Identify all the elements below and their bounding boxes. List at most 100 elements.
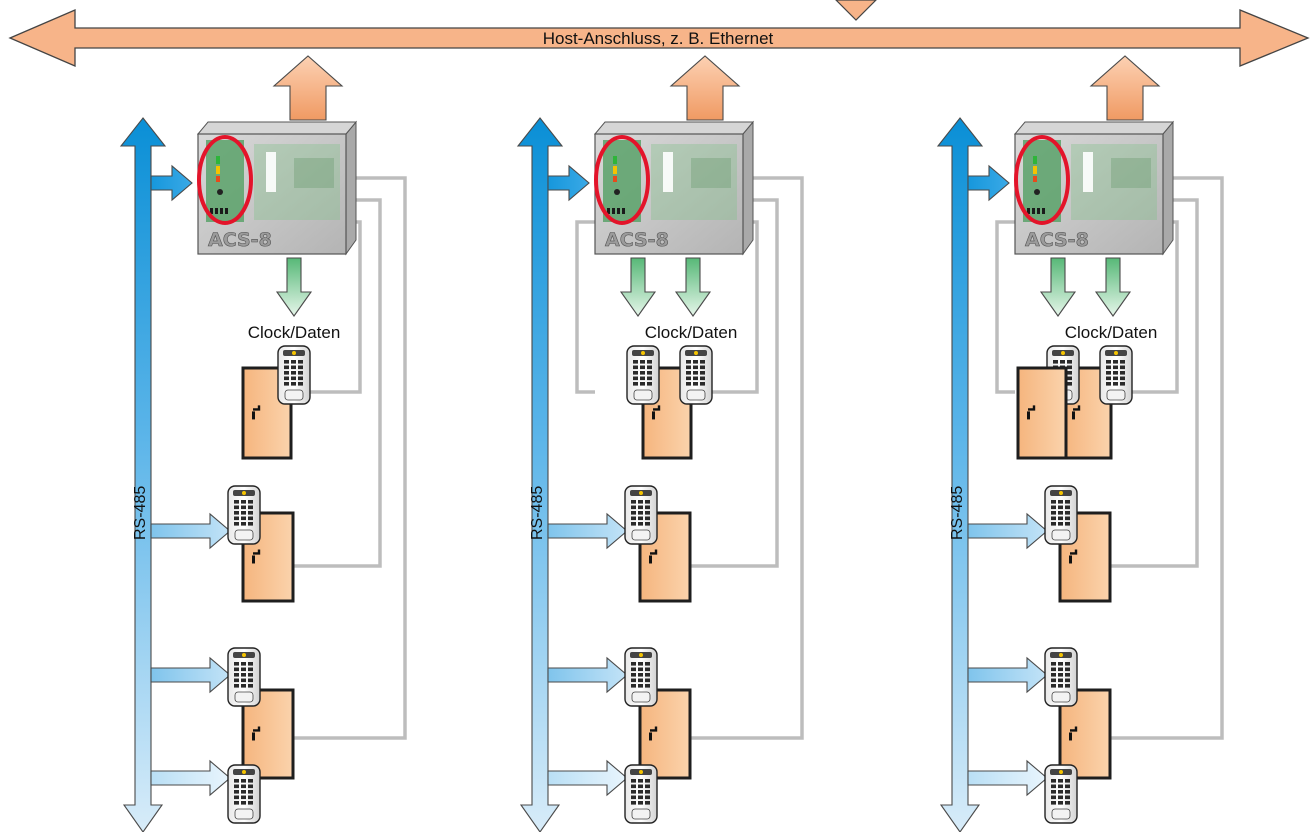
reader-led — [1114, 351, 1118, 355]
door-lock — [1069, 555, 1072, 564]
reader-key — [234, 684, 239, 688]
reader-key — [1065, 795, 1070, 800]
reader-key — [241, 673, 246, 677]
reader-key — [1060, 360, 1065, 364]
reader-key — [638, 790, 643, 794]
reader-key — [647, 371, 652, 375]
controller-jumper — [1027, 208, 1030, 214]
controller-button — [1034, 189, 1040, 195]
reader-key — [241, 516, 246, 521]
reader-key — [248, 673, 253, 677]
reader-key — [638, 779, 643, 783]
controller-top — [1013, 121, 1175, 135]
reader-key — [686, 360, 691, 364]
wire — [995, 220, 1017, 394]
reader-key — [1120, 371, 1125, 375]
reader-key — [1113, 382, 1118, 386]
controller-jumper — [617, 208, 620, 214]
reader-key — [1106, 365, 1111, 370]
card-reader — [624, 485, 658, 545]
reader-key — [1065, 801, 1070, 805]
reader-key — [234, 779, 239, 783]
reader-key — [248, 667, 253, 672]
reader-sensor — [234, 691, 254, 703]
reader-key — [234, 795, 239, 800]
reader-key — [645, 511, 650, 515]
wire — [1110, 198, 1199, 568]
reader-key — [234, 511, 239, 515]
controller-led-red — [1033, 176, 1037, 182]
door-handle — [1073, 405, 1081, 411]
rs485-branch-reader — [967, 512, 1048, 550]
door-lock — [649, 732, 652, 741]
reader-key — [241, 667, 246, 672]
rs485-bus: RS-485 — [516, 117, 564, 832]
reader-key — [1106, 360, 1111, 364]
host-uplink-arrow — [272, 55, 344, 121]
reader-key — [1051, 662, 1056, 666]
reader-key — [1058, 801, 1063, 805]
reader-key — [1106, 371, 1111, 375]
reader-key — [284, 365, 289, 370]
reader-key — [1058, 511, 1063, 515]
reader-key — [1051, 673, 1056, 677]
reader-sensor — [234, 529, 254, 541]
highlight-ring — [594, 135, 650, 225]
card-reader — [1099, 345, 1133, 405]
reader-key — [1051, 505, 1056, 510]
reader-led — [1059, 491, 1063, 495]
rs485-branch-reader — [150, 512, 231, 550]
clock-data-label: Clock/Daten — [248, 323, 341, 342]
reader-sensor — [631, 691, 651, 703]
controller-module — [266, 152, 276, 192]
wire — [293, 198, 382, 568]
controller-chip — [1111, 158, 1151, 188]
reader-key — [241, 779, 246, 783]
door-handle — [650, 726, 658, 732]
door-handle — [253, 549, 261, 555]
reader-key — [298, 382, 303, 386]
reader-key — [640, 365, 645, 370]
reader-key — [1065, 667, 1070, 672]
clock-data-label: Clock/Daten — [1065, 323, 1158, 342]
reader-key — [645, 678, 650, 683]
reader-key — [640, 382, 645, 386]
reader-key — [686, 371, 691, 375]
reader-key — [241, 790, 246, 794]
door-lock — [1072, 411, 1075, 420]
reader-key — [234, 678, 239, 683]
reader-key — [638, 684, 643, 688]
reader-key — [700, 365, 705, 370]
reader-led — [639, 770, 643, 774]
clock-data-arrow — [619, 257, 657, 317]
reader-key — [284, 382, 289, 386]
reader-key — [645, 522, 650, 526]
door-lock — [1069, 732, 1072, 741]
reader-key — [248, 779, 253, 783]
reader-key — [291, 360, 296, 364]
reader-key — [234, 673, 239, 677]
controller-module — [663, 152, 673, 192]
reader-key — [693, 365, 698, 370]
reader-key — [248, 684, 253, 688]
reader-key — [645, 784, 650, 789]
reader-key — [1058, 678, 1063, 683]
reader-key — [1065, 500, 1070, 504]
reader-led — [242, 770, 246, 774]
reader-key — [284, 360, 289, 364]
reader-key — [1051, 500, 1056, 504]
highlight-ring — [1014, 135, 1070, 225]
rs485-bus-arrow — [936, 117, 984, 832]
reader-key — [1113, 376, 1118, 381]
reader-key — [234, 790, 239, 794]
reader-key — [248, 801, 253, 805]
door-leaf — [1016, 366, 1068, 460]
reader-key — [645, 505, 650, 510]
controller-button — [614, 189, 620, 195]
reader-key — [633, 376, 638, 381]
reader-key — [638, 505, 643, 510]
reader-key — [1051, 801, 1056, 805]
reader-key — [1106, 382, 1111, 386]
